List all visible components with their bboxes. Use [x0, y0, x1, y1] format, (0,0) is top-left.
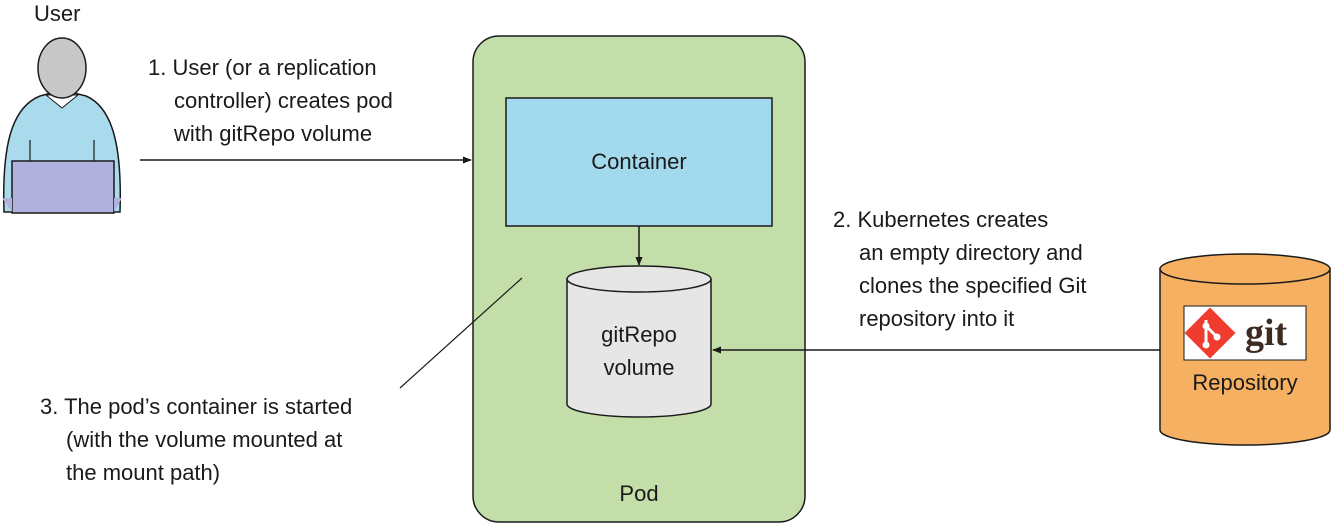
container-label: Container	[506, 145, 772, 178]
repository-label: Repository	[1160, 366, 1330, 399]
step1-label: 1. User (or a replication controller) cr…	[148, 51, 393, 150]
volume-cylinder	[566, 265, 712, 418]
volume-label-line: volume	[603, 355, 675, 380]
user-icon	[2, 37, 122, 214]
git-logo-text: git	[1245, 312, 1288, 354]
user-label: User	[34, 0, 80, 30]
user-label-text: User	[34, 1, 81, 26]
git-logo-icon	[1183, 305, 1307, 361]
step2-line: an empty directory and	[859, 240, 1083, 265]
repository-label-text: Repository	[1192, 370, 1298, 395]
container-box	[505, 97, 773, 227]
callout-line	[399, 277, 523, 389]
pod-label-text: Pod	[619, 481, 659, 506]
step1-line: 1. User (or a replication	[148, 55, 377, 80]
step3-line: the mount path)	[66, 460, 221, 485]
step1-line: controller) creates pod	[174, 88, 393, 113]
step1-line: with gitRepo volume	[174, 121, 373, 146]
step2-line: 2. Kubernetes creates	[833, 207, 1049, 232]
volume-label: gitRepo volume	[567, 318, 711, 384]
step2-label: 2. Kubernetes creates an empty directory…	[833, 203, 1086, 335]
step3-line: (with the volume mounted at	[66, 427, 343, 452]
step3-label: 3. The pod’s container is started (with …	[40, 390, 352, 489]
step3-line: 3. The pod’s container is started	[40, 394, 353, 419]
volume-label-line: gitRepo	[601, 322, 677, 347]
step2-line: repository into it	[859, 306, 1015, 331]
container-label-text: Container	[591, 149, 687, 174]
pod-label: Pod	[473, 477, 805, 510]
step2-line: clones the specified Git	[859, 273, 1087, 298]
